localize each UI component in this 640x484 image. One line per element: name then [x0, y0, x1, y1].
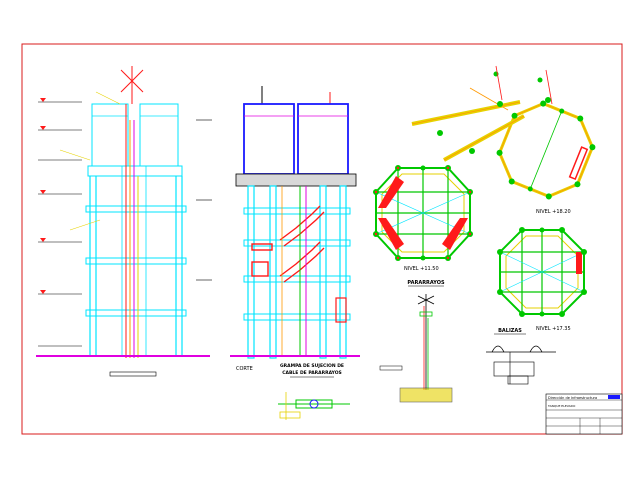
- balizas-detail: BALIZAS: [486, 328, 556, 385]
- title-block: Dirección de Infraestructura TANQUE ELEV…: [545, 393, 623, 435]
- plan-nivel-1150: NIVEL +11.50: [373, 165, 473, 272]
- nivel-1735-label: NIVEL +17.35: [536, 326, 571, 332]
- title-block-project: TANQUE ELEVADO: [547, 404, 576, 408]
- section-corte: CORTE: [230, 86, 360, 372]
- elevation-left: [36, 66, 212, 377]
- grampa-title-2: CABLE DE PARARRAYOS: [282, 370, 342, 376]
- corte-label: CORTE: [236, 366, 253, 372]
- title-block-org: Dirección de Infraestructura: [548, 396, 597, 400]
- plan-nivel-1735: NIVEL +17.35: [497, 227, 587, 332]
- pararrayos-title: PARARRAYOS: [407, 280, 445, 286]
- grampa-title-1: GRAMPA DE SUJECION DE: [280, 363, 344, 369]
- balizas-title: BALIZAS: [498, 328, 522, 334]
- pararrayos-detail: PARARRAYOS: [379, 280, 453, 403]
- logo: [608, 395, 620, 399]
- grampa-detail: GRAMPA DE SUJECION DE CABLE DE PARARRAYO…: [278, 363, 350, 420]
- nivel-1150-label: NIVEL +11.50: [404, 266, 439, 272]
- plan-nivel-1820: NIVEL +18.20: [411, 65, 596, 215]
- nivel-1820-label: NIVEL +18.20: [536, 209, 571, 215]
- sheet-border: [21, 43, 623, 435]
